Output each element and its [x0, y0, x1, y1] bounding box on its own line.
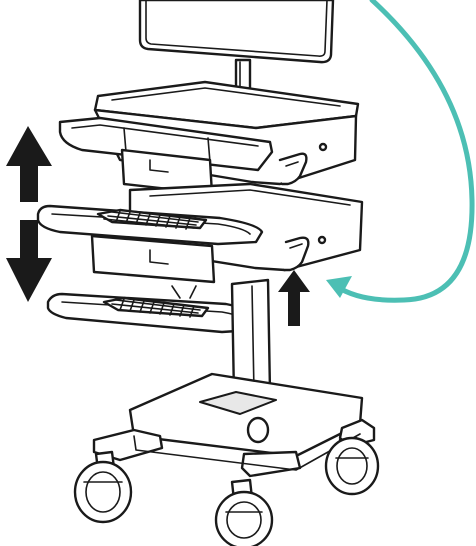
caster-front-left — [75, 452, 131, 522]
middle-work-surface — [38, 184, 362, 282]
upper-work-surface — [60, 82, 358, 194]
up-arrow-icon — [278, 270, 310, 326]
caster-rear-right — [326, 438, 378, 494]
caster-rear-left — [248, 418, 268, 442]
monitor — [140, 0, 333, 98]
lower-keyboard-tray — [48, 286, 258, 332]
caster-front-center — [216, 480, 272, 546]
